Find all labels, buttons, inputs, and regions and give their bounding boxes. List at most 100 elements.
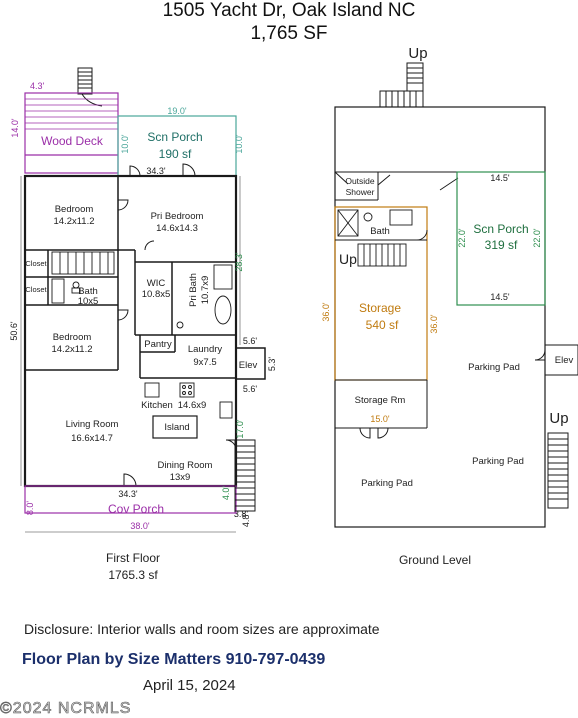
- company-credit: Floor Plan by Size Matters 910-797-0439: [22, 651, 326, 668]
- outside-shower-label-1: Outside: [345, 176, 375, 186]
- ground-porch-left-dim: 22.0': [457, 228, 467, 248]
- stove-icon: [179, 382, 195, 398]
- up-right-label: Up: [549, 410, 568, 427]
- pri-bath-size: 10.7x9: [200, 276, 211, 305]
- ground-scn-porch-outline: [456, 171, 546, 306]
- pri-bath-label: Pri Bath: [188, 273, 199, 307]
- mls-watermark: ©2024 NCRMLS: [0, 700, 132, 718]
- stairs-icon: [51, 251, 115, 275]
- elev-width-top: 5.6': [243, 336, 258, 346]
- ground-porch-top-dim: 14.5': [490, 173, 510, 183]
- storage-height-left: 36.0': [321, 302, 331, 322]
- elev-width-bottom: 5.6': [243, 384, 258, 394]
- address-title: 1505 Yacht Dr, Oak Island NC: [162, 0, 416, 21]
- parking-pad-1: Parking Pad: [468, 362, 520, 373]
- living-room-size: 16.6x14.7: [71, 433, 113, 444]
- dim-4-8: 4.8': [241, 513, 251, 528]
- first-floor-plan: [20, 67, 266, 533]
- bath-size: 10x5: [78, 296, 99, 307]
- laundry-size: 9x7.5: [193, 357, 216, 368]
- outside-shower-label-2: Shower: [346, 187, 375, 197]
- elev-height: 5.3': [267, 357, 277, 372]
- dim-28-3: 28.3': [234, 252, 244, 272]
- ground-stairs-top-icon: [379, 62, 424, 108]
- up-top-label: Up: [408, 45, 427, 62]
- first-floor-area: 1765.3 sf: [108, 568, 158, 582]
- ground-level-plan: [334, 62, 578, 528]
- porch-height-right: 10.0': [234, 134, 244, 154]
- bedroom1-label: Bedroom: [55, 204, 94, 215]
- scn-porch-area: 190 sf: [159, 147, 192, 161]
- dining-room-size: 13x9: [170, 472, 191, 483]
- storage-rm-label: Storage Rm: [355, 395, 406, 406]
- cov-porch-width: 38.0': [130, 521, 150, 531]
- ground-elev-label: Elev: [555, 355, 574, 366]
- plan-date: April 15, 2024: [143, 677, 236, 694]
- storage-height-right: 36.0': [429, 314, 439, 334]
- bedroom2-label: Bedroom: [53, 332, 92, 343]
- parking-pad-2: Parking Pad: [472, 456, 524, 467]
- elev-label: Elev: [239, 360, 258, 371]
- porch-width-label: 19.0': [167, 106, 187, 116]
- ground-toilet-icon: [363, 212, 373, 222]
- pri-bedroom-label: Pri Bedroom: [151, 211, 204, 222]
- ground-level-labels: Up Outside Shower Bath Up 14.5' 22.0' 22…: [321, 45, 573, 567]
- island-counter: [152, 415, 198, 439]
- bedroom2-size: 14.2x11.2: [51, 344, 92, 355]
- laundry-label: Laundry: [188, 344, 223, 355]
- ground-porch-bottom-dim: 14.5': [490, 292, 510, 302]
- cov-porch-label: Cov Porch: [108, 502, 164, 516]
- porch-height-left: 10.0': [120, 134, 130, 154]
- dining-room-label: Dining Room: [158, 460, 213, 471]
- wood-deck: [24, 92, 119, 174]
- scn-porch-label: Scn Porch: [147, 130, 202, 144]
- sink-icon: [144, 382, 160, 398]
- deck-height-label: 14.0': [10, 118, 20, 138]
- first-floor-labels: 4.3' 14.0' Wood Deck 19.0' 10.0' 10.0' S…: [9, 81, 277, 582]
- disclosure-text: Disclosure: Interior walls and room size…: [24, 621, 380, 637]
- ground-scn-porch-label: Scn Porch: [473, 222, 528, 236]
- shower-icon: [213, 264, 233, 290]
- pri-bedroom-size: 14.6x14.3: [156, 223, 198, 234]
- fridge-icon: [219, 401, 233, 419]
- bedroom1-size: 14.2x11.2: [53, 216, 94, 227]
- ground-shower-icon: [337, 209, 359, 237]
- bath-label: Bath: [78, 286, 98, 297]
- closet1-label: Closet: [25, 259, 47, 268]
- pantry-label: Pantry: [144, 339, 172, 350]
- ground-up-stair-label: Up: [339, 251, 357, 267]
- ground-stairs-right-icon: [547, 432, 569, 509]
- dim-17: 17.0': [235, 419, 245, 439]
- dim-34-3-top: 34.3': [146, 166, 166, 176]
- dim-3-8: 3.8': [234, 509, 249, 519]
- kitchen-label: Kitchen: [141, 400, 173, 411]
- island-label: Island: [164, 422, 189, 433]
- ground-level-title: Ground Level: [399, 553, 471, 567]
- kitchen-size: 14.6x9: [178, 400, 207, 411]
- living-room-label: Living Room: [66, 419, 119, 430]
- ground-porch-right-dim: 22.0': [532, 228, 542, 248]
- first-floor-title: First Floor: [106, 551, 160, 565]
- wic-label: WIC: [147, 278, 166, 289]
- cov-porch-height: 8.0': [25, 501, 35, 516]
- wood-deck-label: Wood Deck: [41, 134, 104, 148]
- bathtub-icon: [51, 278, 65, 304]
- ground-bath-label: Bath: [370, 226, 390, 237]
- deck-stairs-icon: [77, 67, 103, 107]
- storage-area: 540 sf: [366, 318, 399, 332]
- square-footage-title: 1,765 SF: [250, 23, 328, 44]
- closet2-label: Closet: [25, 285, 47, 294]
- parking-pad-3: Parking Pad: [361, 478, 413, 489]
- dim-4-0: 4.0': [221, 486, 231, 501]
- dim-34-3-bottom: 34.3': [118, 489, 138, 499]
- ground-scn-porch-area: 319 sf: [485, 238, 518, 252]
- screened-porch-outline: [117, 115, 237, 177]
- dim-50-6: 50.6': [9, 321, 19, 341]
- storage-label: Storage: [359, 301, 401, 315]
- storage-rm-width: 15.0': [370, 414, 390, 424]
- ground-sink-icon: [389, 209, 413, 226]
- wic-size: 10.8x5: [142, 289, 171, 300]
- entry-stairs-icon: [234, 439, 256, 512]
- deck-width-label: 4.3': [30, 81, 45, 91]
